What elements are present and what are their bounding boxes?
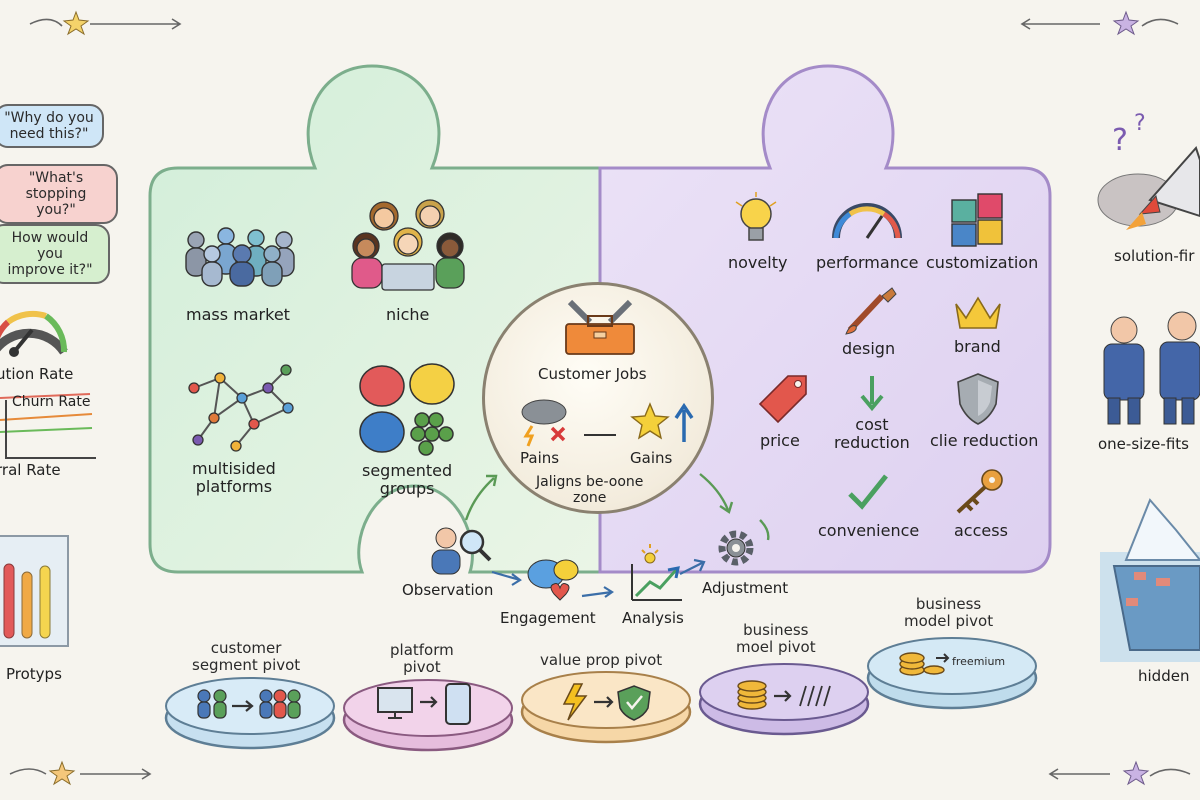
gauge-icon	[830, 194, 904, 248]
pivot-label: business moel pivot	[736, 621, 816, 657]
price-tag-icon	[752, 370, 812, 430]
metric-label: Churn Rate	[12, 394, 91, 410]
svg-text:?: ?	[1112, 123, 1128, 158]
star-icon	[48, 760, 76, 786]
value-label: price	[760, 431, 800, 450]
top-right-star-arrow	[1020, 18, 1179, 30]
chat-heart-icon	[526, 556, 582, 610]
magnifier-person-icon	[428, 524, 494, 580]
pains-label: Pains	[520, 449, 560, 467]
star-arrow-icon	[626, 398, 698, 452]
value-label: cost reduction	[834, 415, 910, 453]
question-bubble: "Why do you need this?"	[0, 104, 104, 149]
gear-icon	[714, 526, 758, 574]
value-label: performance	[816, 253, 919, 272]
key-icon	[952, 466, 1008, 520]
customer-jobs-circle	[482, 282, 714, 514]
star-icon	[62, 10, 90, 36]
star-icon	[1122, 760, 1150, 786]
shield-icon	[954, 372, 1002, 430]
down-arrow-icon	[858, 374, 886, 418]
question-bubble: How would you improve it?"	[0, 224, 110, 285]
cycle-step-label: Engagement	[500, 609, 596, 627]
desktop-to-mobile-icon	[376, 682, 476, 732]
pivot-label: business model pivot	[904, 595, 994, 631]
bottom-right-star-arrow	[1048, 768, 1191, 780]
small-team-icon	[348, 194, 468, 298]
storm-cloud-icon	[516, 396, 580, 452]
star-icon	[1112, 10, 1140, 36]
speech-bubbles-icon	[356, 362, 460, 462]
value-label: design	[842, 339, 896, 358]
svg-text:?: ?	[1134, 111, 1146, 136]
pivot-label: value prop pivot	[540, 651, 663, 669]
paintbrush-icon	[842, 286, 898, 342]
metric-label: rral Rate	[0, 461, 61, 479]
rocket-icon: ? ?	[1097, 111, 1200, 230]
iceberg-icon	[1100, 498, 1200, 662]
gains-label: Gains	[630, 449, 673, 467]
coins-arrow-icon	[736, 676, 836, 716]
customer-jobs-title: Customer Jobs	[538, 365, 647, 383]
toolbox-icon	[560, 296, 640, 364]
value-label: clie reduction	[930, 431, 1039, 450]
value-label: brand	[954, 337, 1001, 356]
lightbulb-icon	[734, 192, 778, 256]
trend-chart-icon	[626, 542, 686, 610]
customer-segments-puzzle-piece	[148, 64, 602, 574]
pivot-label: customer segment pivot	[192, 639, 301, 675]
value-label: access	[954, 521, 1008, 540]
prototype-label: Protyps	[6, 665, 62, 683]
divider-line	[584, 434, 616, 436]
cycle-arrows	[464, 473, 770, 541]
cycle-step-label: Analysis	[622, 609, 684, 627]
segment-label: mass market	[186, 305, 290, 324]
value-label: convenience	[818, 521, 920, 540]
hidden-label: hidden	[1138, 667, 1190, 685]
network-icon	[184, 362, 300, 458]
people-arrow-icon	[196, 688, 306, 726]
lightning-shield-icon	[560, 682, 656, 726]
value-label: customization	[926, 253, 1039, 272]
top-left-star-arrow	[29, 18, 182, 30]
one-size-fits-label: one-size-fits	[1098, 435, 1189, 453]
question-bubble: "What's stopping you?"	[0, 164, 118, 225]
value-label: novelty	[728, 253, 788, 272]
value-proposition-puzzle-piece	[598, 64, 1052, 574]
businessmen-icon	[1103, 311, 1200, 425]
zone-label: Jaligns be-oone zone	[536, 474, 644, 507]
test-tubes-icon	[0, 535, 69, 647]
solution-first-label: solution-fir	[1114, 247, 1195, 265]
bottom-left-star-arrow	[9, 768, 152, 780]
metric-label: ution Rate	[0, 365, 74, 383]
freemium-label: freemium	[952, 655, 1006, 668]
crown-icon	[952, 292, 1004, 336]
pivot-label: platform pivot	[390, 641, 454, 677]
cycle-step-label: Adjustment	[702, 579, 789, 597]
checkmark-icon	[846, 472, 890, 516]
gauge-icon	[0, 310, 68, 357]
metrics-chart	[0, 393, 96, 459]
segment-label: niche	[386, 305, 430, 324]
segment-label: segmented groups	[362, 461, 453, 499]
cycle-step-label: Observation	[402, 581, 494, 599]
coins-freemium-icon	[898, 644, 950, 682]
puzzle-icon	[948, 190, 1012, 254]
segment-label: multisided platforms	[192, 459, 276, 497]
crowd-icon	[182, 224, 302, 292]
